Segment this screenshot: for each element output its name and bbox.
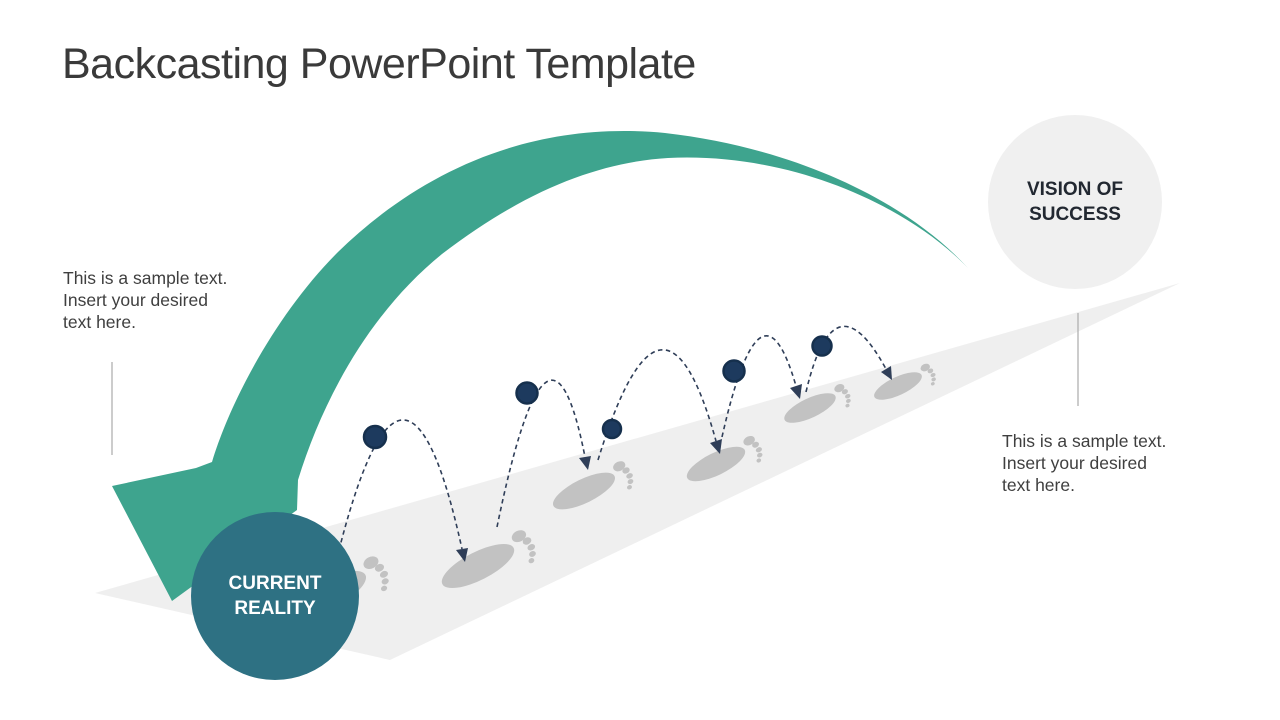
landing-arrowhead <box>881 366 892 380</box>
bounce-ball <box>601 418 623 440</box>
landing-arrowhead <box>710 439 722 454</box>
bounce-arc <box>721 335 797 438</box>
bounce-arc <box>805 325 887 393</box>
bounce-arc <box>336 419 463 559</box>
bounce-ball <box>722 359 746 383</box>
bounce-ball <box>362 424 388 450</box>
bounce-arcs-group <box>336 325 887 559</box>
left-sample-text: This is a sample text. Insert your desir… <box>63 268 228 332</box>
current-reality-circle <box>191 512 359 680</box>
right-sample-text: This is a sample text. Insert your desir… <box>1002 431 1167 495</box>
bounce-ball <box>811 335 833 357</box>
landing-arrowhead <box>579 456 591 470</box>
backcast-arrow <box>112 131 968 601</box>
bounce-balls-group <box>362 335 833 450</box>
vision-circle <box>988 115 1162 289</box>
bounce-ball <box>515 381 539 405</box>
callout-lines-group <box>111 313 1079 455</box>
landing-arrowheads-group <box>456 366 892 562</box>
bounce-arc <box>597 349 717 461</box>
slide-title: Backcasting PowerPoint Template <box>62 40 696 88</box>
landing-arrowhead <box>790 384 802 399</box>
landing-arrowhead <box>456 548 468 562</box>
bounce-arc <box>496 379 586 528</box>
